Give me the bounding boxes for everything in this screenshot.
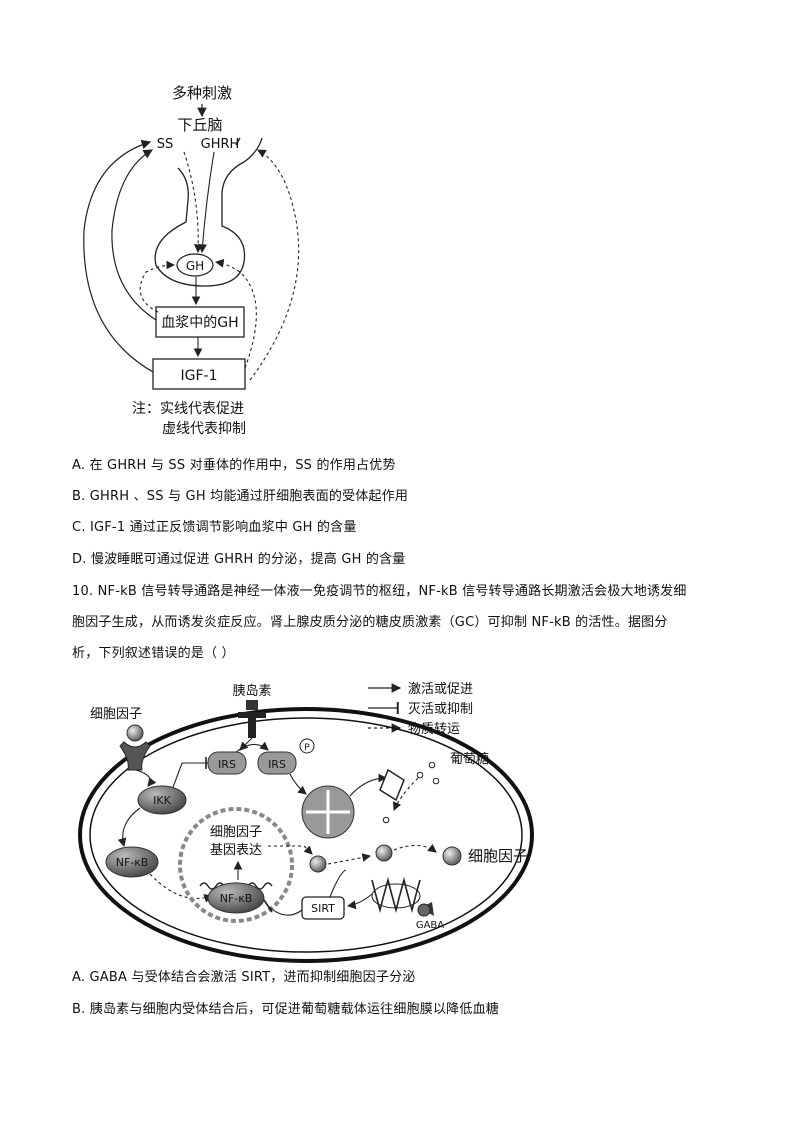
legend-activate-label: 激活或促进 — [408, 682, 473, 697]
q10-stem-line-3: 析，下列叙述错误的是（ ） — [72, 642, 235, 661]
q9-option-c: C. IGF-1 通过正反馈调节影响血浆中 GH 的含量 — [72, 516, 357, 535]
cytokine-inside-1 — [310, 856, 326, 872]
plasma-to-ss-arrow — [112, 150, 156, 320]
q10-stem-line-1: 10. NF-kB 信号转导通路是神经一体液一免疫调节的枢纽，NF-kB 信号转… — [72, 580, 687, 599]
receptor-to-ikk-arrow — [136, 770, 150, 786]
cytokine-export-arrow — [394, 845, 436, 852]
nucleus — [180, 809, 292, 921]
nfkb-to-nucleus-arrow — [150, 874, 212, 898]
phosphate-circle — [300, 739, 314, 753]
cytokine-ball-top — [127, 725, 143, 741]
cytokine-right-label: 细胞因子 — [468, 847, 528, 865]
insulin-receptor — [238, 712, 266, 738]
legend-transport-label: 物质转运 — [408, 722, 460, 737]
igf1-label: IGF-1 — [181, 368, 218, 384]
igf1-to-ss-arrow — [84, 142, 153, 372]
irs2-to-vesicle-arrow — [290, 774, 306, 794]
ss-to-gh-arrow — [184, 152, 198, 252]
hormone-regulation-diagram: 多种刺激 下丘脑 SS GHRH GH 血浆中的GH IGF-1 注：实线代表促… — [0, 0, 794, 460]
cell-membrane-inner — [90, 718, 522, 952]
glucose-transporter — [380, 770, 404, 800]
ghrh-to-gh-arrow — [202, 152, 214, 252]
igf1-to-ghrh-dashed — [250, 150, 299, 380]
ikk-node — [138, 786, 186, 814]
ghrh-label: GHRH — [201, 137, 240, 152]
cytokine-outside — [443, 847, 461, 865]
glucose-dot-2 — [417, 772, 423, 778]
gaba-label: GABA — [416, 920, 444, 931]
ss-label: SS — [157, 137, 174, 152]
q9-option-a: A. 在 GHRH 与 SS 对垂体的作用中，SS 的作用占优势 — [72, 454, 396, 473]
expression-to-cytokine-arrow — [268, 846, 312, 854]
cytokine-move-arrow — [328, 856, 370, 864]
glut-vesicle-cross — [306, 790, 350, 834]
irs-node-2 — [258, 752, 296, 774]
nucleus-text-1: 细胞因子 — [210, 825, 262, 840]
nfkb-left-node — [106, 847, 158, 877]
receptor-to-irs-arrow — [240, 738, 252, 750]
gaba-receptor — [372, 880, 420, 910]
stimulus-label: 多种刺激 — [172, 84, 232, 102]
irs-label-2: IRS — [268, 758, 286, 771]
q10-option-b: B. 胰岛素与细胞内受体结合后，可促进葡萄糖载体运往细胞膜以降低血糖 — [72, 998, 499, 1017]
hypothalamus-label: 下丘脑 — [177, 116, 222, 134]
gaba-receptor-body — [372, 884, 420, 908]
insulin-ball — [246, 700, 258, 710]
glut-vesicle — [302, 786, 354, 838]
nfkb-nucleus-node — [208, 883, 264, 913]
q10-stem-line-2: 胞因子生成，从而诱发炎症反应。肾上腺皮质分泌的糖皮质激素（GC）可抑制 NF-k… — [72, 611, 668, 630]
note-line-2: 虚线代表抑制 — [162, 421, 246, 437]
note-line-1: 注：实线代表促进 — [132, 401, 244, 417]
q9-option-b: B. GHRH 、SS 与 GH 均能通过肝细胞表面的受体起作用 — [72, 485, 408, 504]
sirt-node — [302, 897, 344, 919]
insulin-label: 胰岛素 — [232, 683, 271, 699]
plasma-gh-label: 血浆中的GH — [161, 315, 238, 331]
irs-inhibit-ikk — [172, 763, 208, 790]
irs-node-1 — [208, 752, 246, 774]
sirt-inhibit-secretion — [330, 870, 346, 897]
nfkb-nucleus-label: NF-κB — [220, 892, 253, 905]
dna-helix — [200, 883, 272, 889]
q9-option-d: D. 慢波睡眠可通过促进 GHRH 的分泌，提高 GH 的含量 — [72, 548, 406, 567]
nfkb-left-label: NF-κB — [116, 856, 149, 869]
glucose-label: 葡萄糖 — [450, 751, 489, 767]
cytokine-inside-2 — [376, 845, 392, 861]
phosphate-label: P — [304, 743, 310, 753]
irs-label-1: IRS — [218, 758, 236, 771]
glucose-dot-4 — [383, 817, 389, 823]
vesicle-to-membrane-arrow — [350, 778, 386, 796]
nucleus-text-2: 基因表达 — [210, 843, 262, 858]
sirt-label: SIRT — [311, 902, 335, 915]
ikk-label: IKK — [153, 794, 171, 807]
cytokine-top-label: 细胞因子 — [90, 707, 142, 722]
gh-label: GH — [186, 259, 204, 273]
cell-membrane-outer — [80, 709, 532, 961]
irs1-to-irs2-arrow — [236, 744, 268, 752]
q10-option-a: A. GABA 与受体结合会激活 SIRT，进而抑制细胞因子分泌 — [72, 966, 416, 985]
sirt-inhibit-tee — [264, 900, 272, 912]
glucose-transport-arrow — [394, 778, 418, 810]
glucose-dot-3 — [433, 778, 439, 784]
plasma-to-gh-dashed — [140, 265, 174, 312]
cytokine-receptor — [120, 742, 150, 770]
glucose-dot-1 — [429, 762, 435, 768]
gaba-to-sirt-arrow — [348, 894, 372, 906]
sirt-inhibit-nfkb — [268, 906, 302, 915]
ikk-to-nfkb-arrow — [123, 808, 140, 846]
gaba-molecule — [420, 902, 434, 916]
gaba-binding — [418, 904, 430, 916]
legend-inhibit-label: 灭活或抑制 — [408, 702, 473, 717]
